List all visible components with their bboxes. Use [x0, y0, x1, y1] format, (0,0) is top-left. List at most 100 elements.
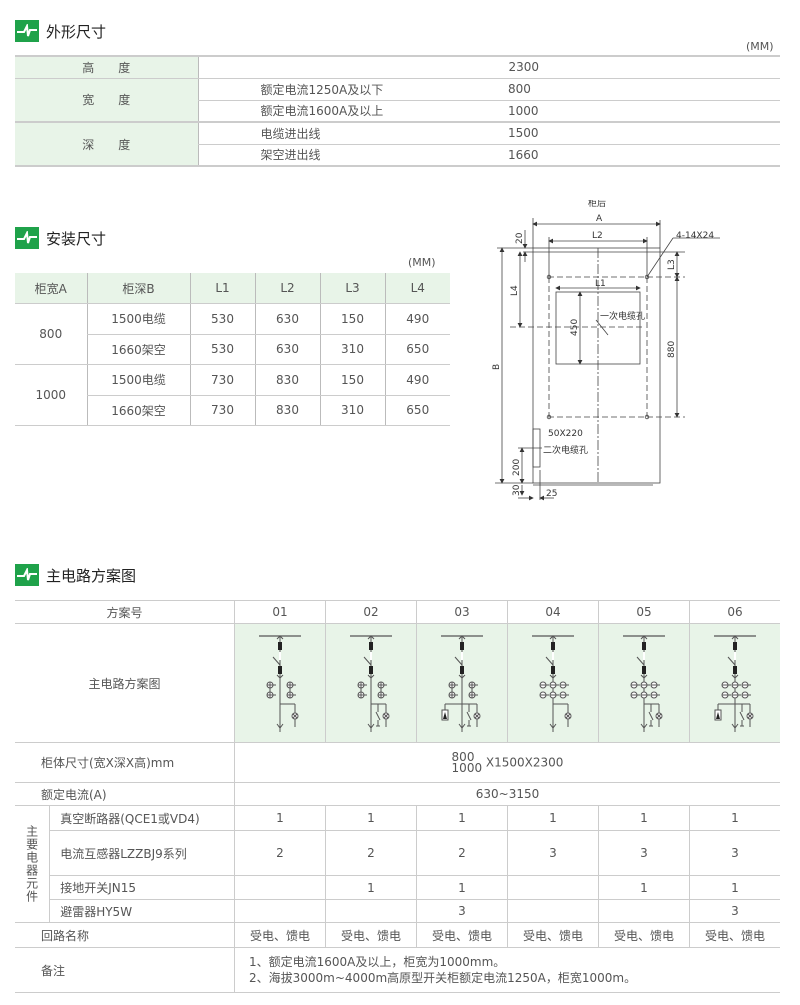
circuit-diagram-05 — [598, 623, 690, 743]
component-name: 真空断路器(QCE1或VD4) — [49, 805, 235, 831]
component-count: 1 — [234, 805, 326, 831]
circuit-diagram-04 — [507, 623, 599, 743]
table-cell: 630 — [254, 334, 320, 365]
component-count: 1 — [689, 875, 780, 900]
scheme-id: 01 — [234, 600, 326, 624]
component-count: 1 — [507, 805, 599, 831]
outline-dimensions-table: 高 度 2300 宽 度 额定电流1250A及以下 800 额定电流1600A及… — [15, 55, 780, 167]
component-name: 接地开关JN15 — [49, 875, 235, 900]
component-count — [234, 875, 326, 900]
dim-450: 450 — [570, 319, 580, 336]
component-count: 2 — [234, 830, 326, 876]
component-count — [234, 899, 326, 923]
scheme-id: 05 — [598, 600, 690, 624]
table-cell: 490 — [384, 364, 450, 396]
dim-20: 20 — [515, 232, 525, 244]
circuit-name: 受电、馈电 — [234, 922, 326, 948]
cell-condition: 架空进出线 — [197, 144, 498, 167]
table-row: 回路名称受电、馈电受电、馈电受电、馈电受电、馈电受电、馈电受电、馈电 — [15, 922, 780, 948]
component-count: 1 — [689, 805, 780, 831]
component-count: 1 — [416, 805, 508, 831]
dim-880: 880 — [667, 341, 677, 358]
cabinet-rear-drawing: 柜后 A L2 4-14X24 L1 一次电缆孔 50X220 二次电缆孔 25… — [492, 200, 720, 501]
component-count: 3 — [689, 899, 780, 923]
note: 1、额定电流1600A及以上，柜宽为1000mm。 — [249, 955, 506, 969]
circuit-name: 受电、馈电 — [325, 922, 417, 948]
component-count: 1 — [416, 875, 508, 900]
group-label: 主要电器元件 — [15, 805, 50, 923]
cell-value: 1500 — [498, 122, 780, 145]
component-count — [325, 899, 417, 923]
primary-hole-label: 一次电缆孔 — [600, 310, 645, 322]
component-name: 电流互感器LZZBJ9系列 — [49, 830, 235, 876]
table-row: 高 度 2300 — [15, 55, 780, 79]
section-header-install: 安装尺寸 — [15, 227, 106, 249]
component-count: 3 — [598, 830, 690, 876]
cell-condition: 额定电流1600A及以上 — [197, 100, 498, 123]
table-cell: 530 — [189, 303, 255, 335]
row-label: 额定电流(A) — [15, 782, 235, 806]
column-header: L3 — [319, 273, 385, 304]
dim-l2: L2 — [592, 231, 603, 241]
component-count — [507, 875, 599, 900]
table-row: 宽 度 额定电流1250A及以下 800 — [15, 78, 780, 123]
lightning-logo-icon — [15, 564, 39, 586]
rated-current-value: 630~3150 — [234, 782, 780, 806]
header-row: 柜宽A 柜深B L1 L2 L3 L4 — [15, 273, 450, 304]
circuit-name: 受电、馈电 — [507, 922, 599, 948]
row-label: 宽 度 — [15, 78, 198, 123]
size-rest: X1500X2300 — [485, 755, 564, 769]
dim-25: 25 — [546, 489, 557, 499]
dim-200: 200 — [512, 459, 522, 476]
holes-label: 4-14X24 — [676, 231, 714, 241]
section-title: 主电路方案图 — [46, 566, 137, 585]
width-option: 1000 — [451, 760, 483, 775]
section-title: 外形尺寸 — [46, 22, 107, 41]
column-header: L1 — [189, 273, 255, 304]
component-count: 1 — [598, 805, 690, 831]
slot-label: 50X220 — [548, 429, 583, 439]
table-cell: 650 — [384, 334, 450, 365]
table-cell: 650 — [384, 395, 450, 426]
table-cell: 150 — [319, 303, 385, 335]
table-cell: 1500电缆 — [86, 303, 190, 335]
dim-30: 30 — [512, 484, 522, 496]
column-header: 柜深B — [86, 273, 190, 304]
component-count: 1 — [325, 805, 417, 831]
drawing-label: 柜后 — [588, 200, 606, 209]
cell-value: 1000 — [498, 100, 780, 123]
circuit-name: 受电、馈电 — [689, 922, 780, 948]
table-cell: 310 — [319, 334, 385, 365]
table-cell: 490 — [384, 303, 450, 335]
dim-l4: L4 — [510, 285, 520, 296]
table-cell: 1500电缆 — [86, 364, 190, 396]
circuit-diagram-06 — [689, 623, 780, 743]
row-label: 高 度 — [15, 55, 198, 79]
scheme-id: 03 — [416, 600, 508, 624]
table-cell: 730 — [189, 364, 255, 396]
column-header: L2 — [254, 273, 320, 304]
note: 2、海拔3000m~4000m高原型开关柜额定电流1250A，柜宽1000m。 — [249, 971, 637, 985]
scheme-id: 06 — [689, 600, 780, 624]
unit-label: (MM) — [408, 256, 436, 269]
dim-l3: L3 — [667, 259, 677, 270]
component-count: 3 — [507, 830, 599, 876]
row-label: 主电路方案图 — [15, 623, 235, 743]
row-label: 回路名称 — [15, 922, 235, 948]
circuit-diagram-02 — [325, 623, 417, 743]
dim-b: B — [492, 364, 502, 370]
table-cell: 150 — [319, 364, 385, 396]
circuit-diagram-01 — [234, 623, 326, 743]
unit-label: (MM) — [746, 40, 774, 53]
circuit-name: 受电、馈电 — [416, 922, 508, 948]
scheme-id: 04 — [507, 600, 599, 624]
